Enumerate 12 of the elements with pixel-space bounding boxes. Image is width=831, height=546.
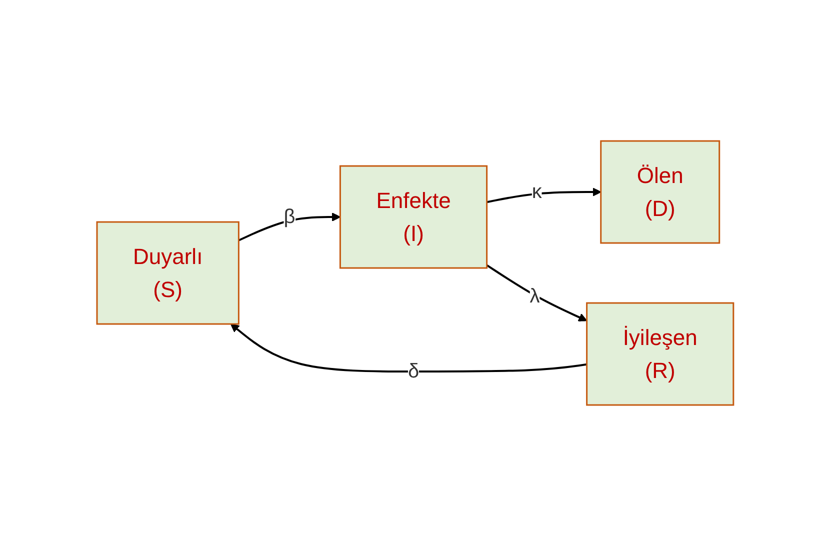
node-box: Ölen (D) <box>600 140 720 244</box>
node-box: Duyarlı (S) <box>96 221 240 325</box>
node-box: Enfekte (I) <box>340 165 488 269</box>
edge-label: β <box>284 206 296 228</box>
edge-label: κ <box>532 181 542 203</box>
arrow <box>238 212 341 242</box>
edge-label: λ <box>530 286 540 308</box>
edge-label: δ <box>408 360 420 382</box>
node-box: İyileşen (R) <box>586 302 734 406</box>
arrow <box>486 264 588 322</box>
arrow <box>486 188 602 204</box>
arrow <box>230 324 588 372</box>
